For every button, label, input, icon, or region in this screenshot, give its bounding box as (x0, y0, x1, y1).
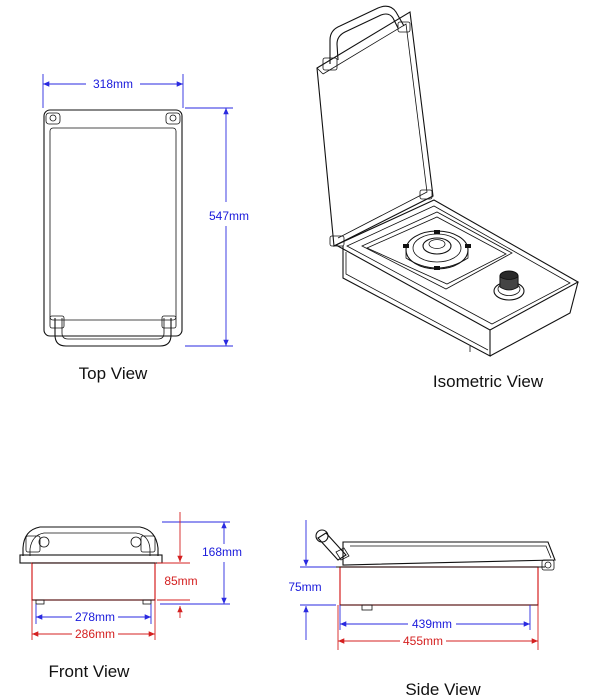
isometric-view-caption: Isometric View (433, 372, 544, 391)
front-inner-width-label: 278mm (75, 610, 115, 624)
front-body-height-dimension: 85mm (157, 512, 198, 618)
side-height-dimension: 75mm (288, 520, 336, 640)
top-depth-label: 547mm (209, 209, 249, 223)
top-width-dimension: 318mm (42, 74, 184, 108)
side-outer-depth-dimension: 455mm (337, 605, 539, 650)
isometric-box (334, 199, 580, 357)
front-handle (19, 526, 163, 564)
top-view-body (43, 109, 183, 347)
side-view-caption: Side View (405, 680, 481, 699)
front-view-caption: Front View (49, 662, 131, 681)
front-outer-width-label: 286mm (75, 627, 115, 641)
top-view-caption: Top View (79, 364, 148, 383)
front-body (31, 562, 156, 605)
side-body (336, 566, 545, 611)
front-inner-width-dimension: 278mm (35, 604, 152, 624)
side-inner-depth-label: 439mm (412, 617, 452, 631)
front-body-height-label: 85mm (164, 574, 197, 588)
isometric-burner (403, 230, 471, 270)
top-view: 318mm 547mm Top View (42, 74, 249, 383)
front-view: 168mm 85mm 278mm 286mm Front View (19, 512, 242, 681)
isometric-view: Isometric View (316, 5, 580, 391)
side-view: 75mm 439mm 455mm Side View (288, 520, 556, 699)
side-handle (315, 529, 350, 561)
side-outer-depth-label: 455mm (403, 634, 443, 648)
front-height-label: 168mm (202, 545, 242, 559)
side-height-label: 75mm (288, 580, 321, 594)
side-lid (342, 541, 556, 571)
side-inner-depth-dimension: 439mm (339, 605, 531, 631)
top-width-label: 318mm (93, 77, 133, 91)
front-height-dimension: 168mm (160, 521, 242, 605)
top-depth-dimension: 547mm (185, 107, 249, 347)
isometric-control-knob (493, 270, 525, 301)
front-outer-width-dimension: 286mm (31, 600, 156, 641)
isometric-lid (316, 5, 434, 247)
